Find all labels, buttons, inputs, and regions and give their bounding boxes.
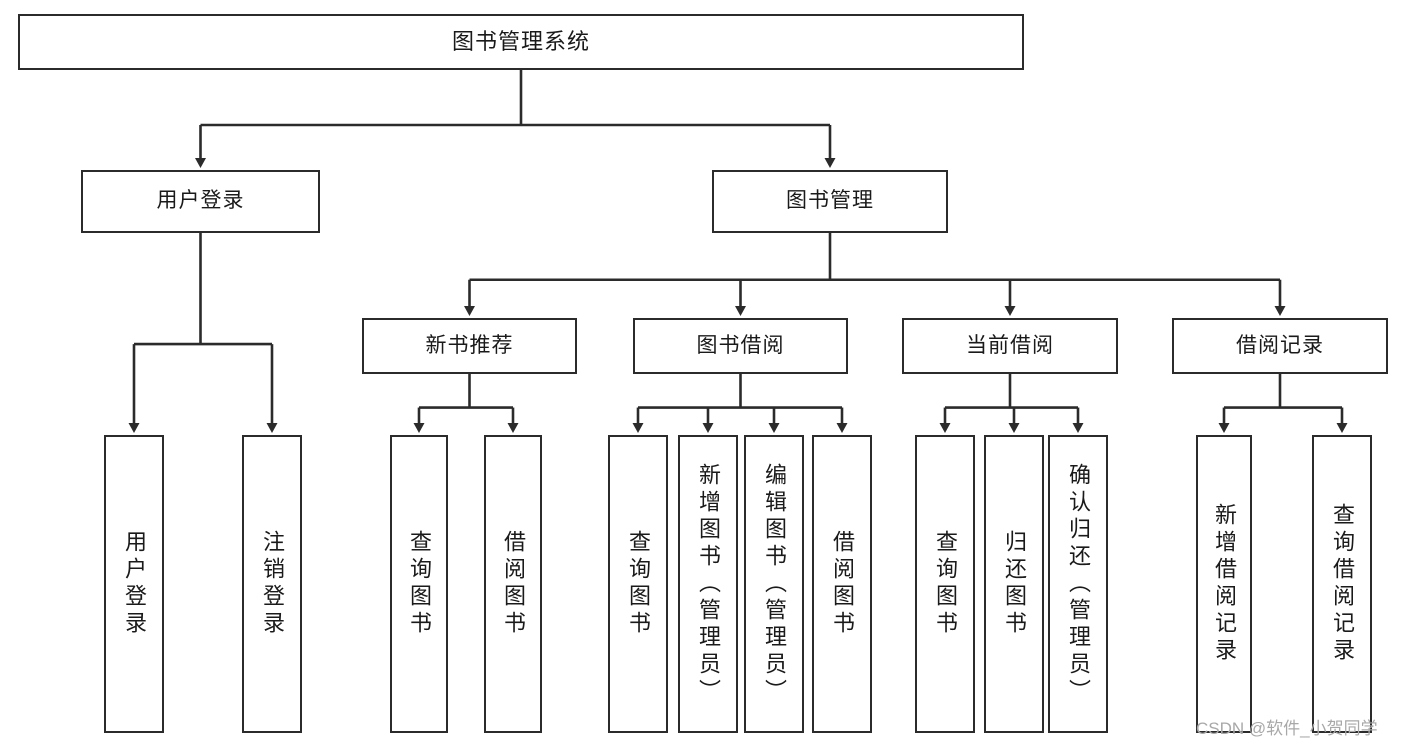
node-label: 确认归还（管理员）: [1066, 462, 1091, 706]
node-leaf-user-login[interactable]: 用户登录: [104, 435, 164, 733]
node-leaf-add-book[interactable]: 新增图书（管理员）: [678, 435, 738, 733]
node-label: 用户登录: [122, 530, 147, 638]
node-label: 当前借阅: [966, 333, 1054, 357]
node-label: 借阅图书: [501, 530, 526, 638]
node-label: 借阅记录: [1236, 333, 1324, 357]
node-label: 新书推荐: [425, 333, 514, 357]
node-label: 归还图书: [1002, 530, 1027, 638]
node-label: 用户登录: [156, 189, 245, 213]
node-book-manage[interactable]: 图书管理: [712, 170, 948, 233]
node-leaf-confirm-return[interactable]: 确认归还（管理员）: [1048, 435, 1108, 733]
node-leaf-query-record[interactable]: 查询借阅记录: [1312, 435, 1372, 733]
node-leaf-add-record[interactable]: 新增借阅记录: [1196, 435, 1252, 733]
node-label: 编辑图书（管理员）: [762, 462, 787, 706]
node-leaf-borrow-book-2[interactable]: 借阅图书: [812, 435, 872, 733]
node-leaf-user-logout[interactable]: 注销登录: [242, 435, 302, 733]
node-label: 查询图书: [407, 530, 432, 638]
node-leaf-return-book[interactable]: 归还图书: [984, 435, 1044, 733]
node-borrow-record[interactable]: 借阅记录: [1172, 318, 1388, 374]
node-label: 图书管理: [786, 189, 874, 213]
node-book-borrow[interactable]: 图书借阅: [633, 318, 848, 374]
node-label: 新增图书（管理员）: [696, 462, 721, 706]
node-leaf-borrow-book-1[interactable]: 借阅图书: [484, 435, 542, 733]
node-label: 查询图书: [626, 530, 651, 638]
node-new-book-rec[interactable]: 新书推荐: [362, 318, 577, 374]
node-root[interactable]: 图书管理系统: [18, 14, 1024, 70]
node-user-login[interactable]: 用户登录: [81, 170, 320, 233]
node-leaf-query-book-3[interactable]: 查询图书: [915, 435, 975, 733]
node-label: 图书借阅: [696, 333, 785, 357]
node-label: 查询图书: [933, 530, 958, 638]
node-label: 借阅图书: [830, 530, 855, 638]
node-leaf-query-book-1[interactable]: 查询图书: [390, 435, 448, 733]
node-label: 新增借阅记录: [1212, 503, 1237, 665]
node-leaf-edit-book[interactable]: 编辑图书（管理员）: [744, 435, 804, 733]
node-leaf-query-book-2[interactable]: 查询图书: [608, 435, 668, 733]
node-label: 查询借阅记录: [1330, 503, 1355, 665]
node-current-borrow[interactable]: 当前借阅: [902, 318, 1118, 374]
node-label: 图书管理系统: [451, 29, 590, 55]
node-label: 注销登录: [260, 530, 285, 638]
csdn-watermark: CSDN @软件_小贺同学: [1196, 719, 1378, 738]
